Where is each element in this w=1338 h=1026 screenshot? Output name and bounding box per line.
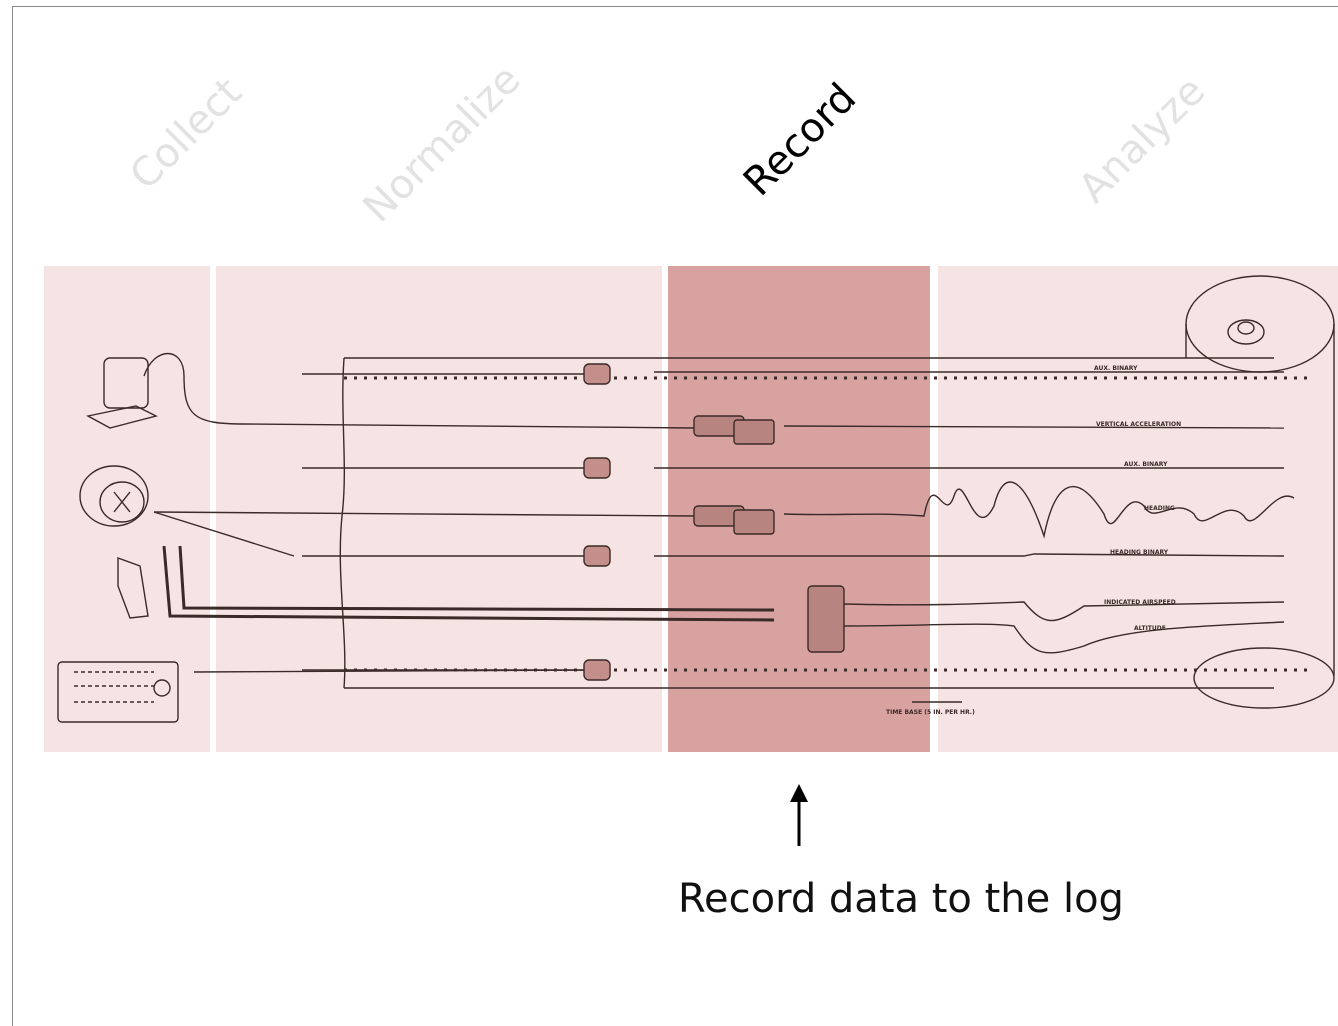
trace-label-heading: HEADING (1144, 505, 1175, 512)
trace-label-vertical-acceleration: VERTICAL ACCELERATION (1096, 421, 1181, 428)
arrow-up-icon (790, 784, 808, 846)
trace-label-heading-binary: HEADING BINARY (1110, 549, 1169, 556)
trace-label-aux-binary-1: AUX. BINARY (1094, 365, 1138, 372)
trace-label-altitude: ALTITUDE (1134, 625, 1166, 632)
caption-text: Record data to the log (678, 876, 1124, 922)
time-base-label: TIME BASE (5 IN. PER HR.) (886, 709, 975, 716)
trace-label-indicated-airspeed: INDICATED AIRSPEED (1104, 599, 1176, 606)
slide-frame (12, 6, 1338, 1026)
flight-recorder-diagram: AUX. BINARY VERTICAL ACCELERATION AUX. B… (57, 275, 1335, 723)
trace-label-aux-binary-2: AUX. BINARY (1124, 461, 1168, 468)
